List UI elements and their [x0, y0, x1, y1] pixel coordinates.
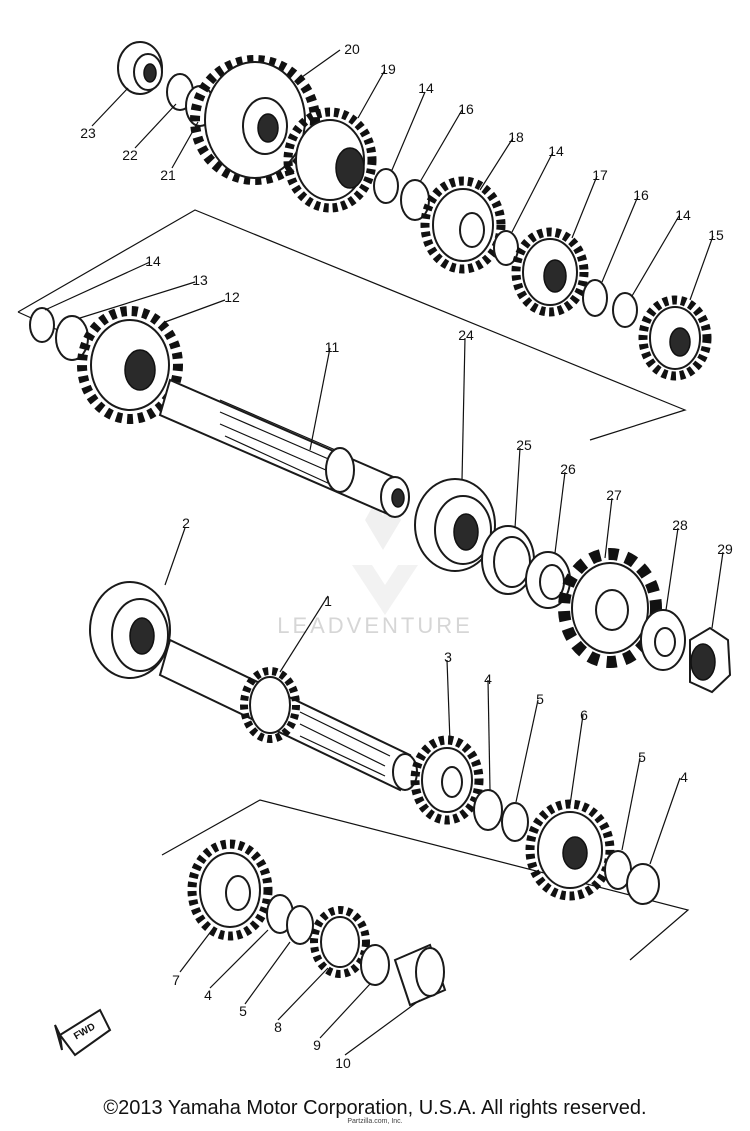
gear-20 — [190, 55, 320, 185]
callout-1: 1 — [324, 593, 332, 609]
leader-lines — [44, 49, 724, 1056]
gear-7 — [187, 839, 273, 941]
bearing-10 — [393, 943, 447, 1007]
callout-23: 23 — [80, 125, 96, 141]
callout-18: 18 — [508, 129, 524, 145]
callout-12: 12 — [224, 289, 240, 305]
callout-16-b: 16 — [633, 187, 649, 203]
callout-5-b: 5 — [638, 749, 646, 765]
watermark-text: LEADVENTURE — [277, 613, 473, 638]
seal-25 — [481, 525, 535, 595]
lower-group-outline — [161, 799, 690, 961]
callout-27: 27 — [606, 487, 622, 503]
washer-16-right — [582, 279, 608, 317]
callout-22: 22 — [122, 147, 138, 163]
circlip-14-left — [29, 307, 55, 343]
callout-11: 11 — [325, 339, 340, 355]
gear-6 — [525, 799, 615, 901]
sprocket-27 — [558, 548, 662, 668]
bearing-23 — [117, 41, 163, 95]
callout-10: 10 — [335, 1055, 351, 1071]
washer-4-right — [626, 863, 660, 905]
washer-9 — [360, 944, 390, 986]
lock-washer-28 — [640, 609, 686, 671]
callout-14-b: 14 — [418, 80, 434, 96]
circlip-5-mid — [501, 802, 529, 842]
gear-12 — [77, 306, 183, 424]
callout-14-a: 14 — [145, 253, 161, 269]
callout-20: 20 — [344, 41, 360, 57]
forward-direction-arrow: FWD — [54, 1008, 112, 1057]
callout-5-c: 5 — [239, 1003, 247, 1019]
callout-21: 21 — [160, 167, 176, 183]
callout-2: 2 — [182, 515, 190, 531]
callout-4-b: 4 — [680, 769, 688, 785]
gear-19 — [283, 107, 377, 213]
circlip-14-top — [373, 168, 399, 204]
callout-25: 25 — [516, 437, 532, 453]
circlip-5-bottom — [286, 905, 314, 945]
callout-17: 17 — [592, 167, 608, 183]
callout-16-a: 16 — [458, 101, 474, 117]
copyright-notice: ©2013 Yamaha Motor Corporation, U.S.A. A… — [103, 1097, 647, 1119]
callout-4-c: 4 — [204, 987, 212, 1003]
washer-4-mid — [473, 789, 503, 831]
callout-29: 29 — [717, 541, 733, 557]
callout-28: 28 — [672, 517, 688, 533]
callout-5-a: 5 — [536, 691, 544, 707]
callout-4-a: 4 — [484, 671, 492, 687]
gear-15 — [638, 295, 712, 381]
callout-7: 7 — [172, 972, 180, 988]
shaft-11 — [158, 378, 410, 518]
callout-3: 3 — [444, 649, 452, 665]
callouts: 1 2 3 4 5 6 5 4 7 4 5 8 9 10 11 12 13 14… — [80, 41, 733, 1071]
watermark-logo — [352, 502, 418, 615]
gear-17 — [511, 227, 589, 317]
circlip-14-right — [612, 292, 638, 328]
fine-print: Partzilla.com, Inc. — [347, 1118, 402, 1125]
callout-14-d: 14 — [675, 207, 691, 223]
bearing-2 — [89, 581, 171, 679]
callout-6: 6 — [580, 707, 588, 723]
bearing-24 — [414, 478, 496, 572]
callout-13: 13 — [192, 272, 208, 288]
washer-13 — [55, 315, 89, 361]
callout-8: 8 — [274, 1019, 282, 1035]
shaft-1 — [158, 638, 418, 792]
callout-9: 9 — [313, 1037, 321, 1053]
callout-15: 15 — [708, 227, 724, 243]
gear-3 — [410, 735, 484, 825]
gear-8 — [310, 906, 370, 978]
callout-19: 19 — [380, 61, 396, 77]
callout-14-c: 14 — [548, 143, 564, 159]
callout-24: 24 — [458, 327, 474, 343]
upper-group-outline — [17, 209, 687, 441]
callout-26: 26 — [560, 461, 576, 477]
gear-18 — [420, 176, 506, 274]
nut-29 — [689, 626, 732, 694]
